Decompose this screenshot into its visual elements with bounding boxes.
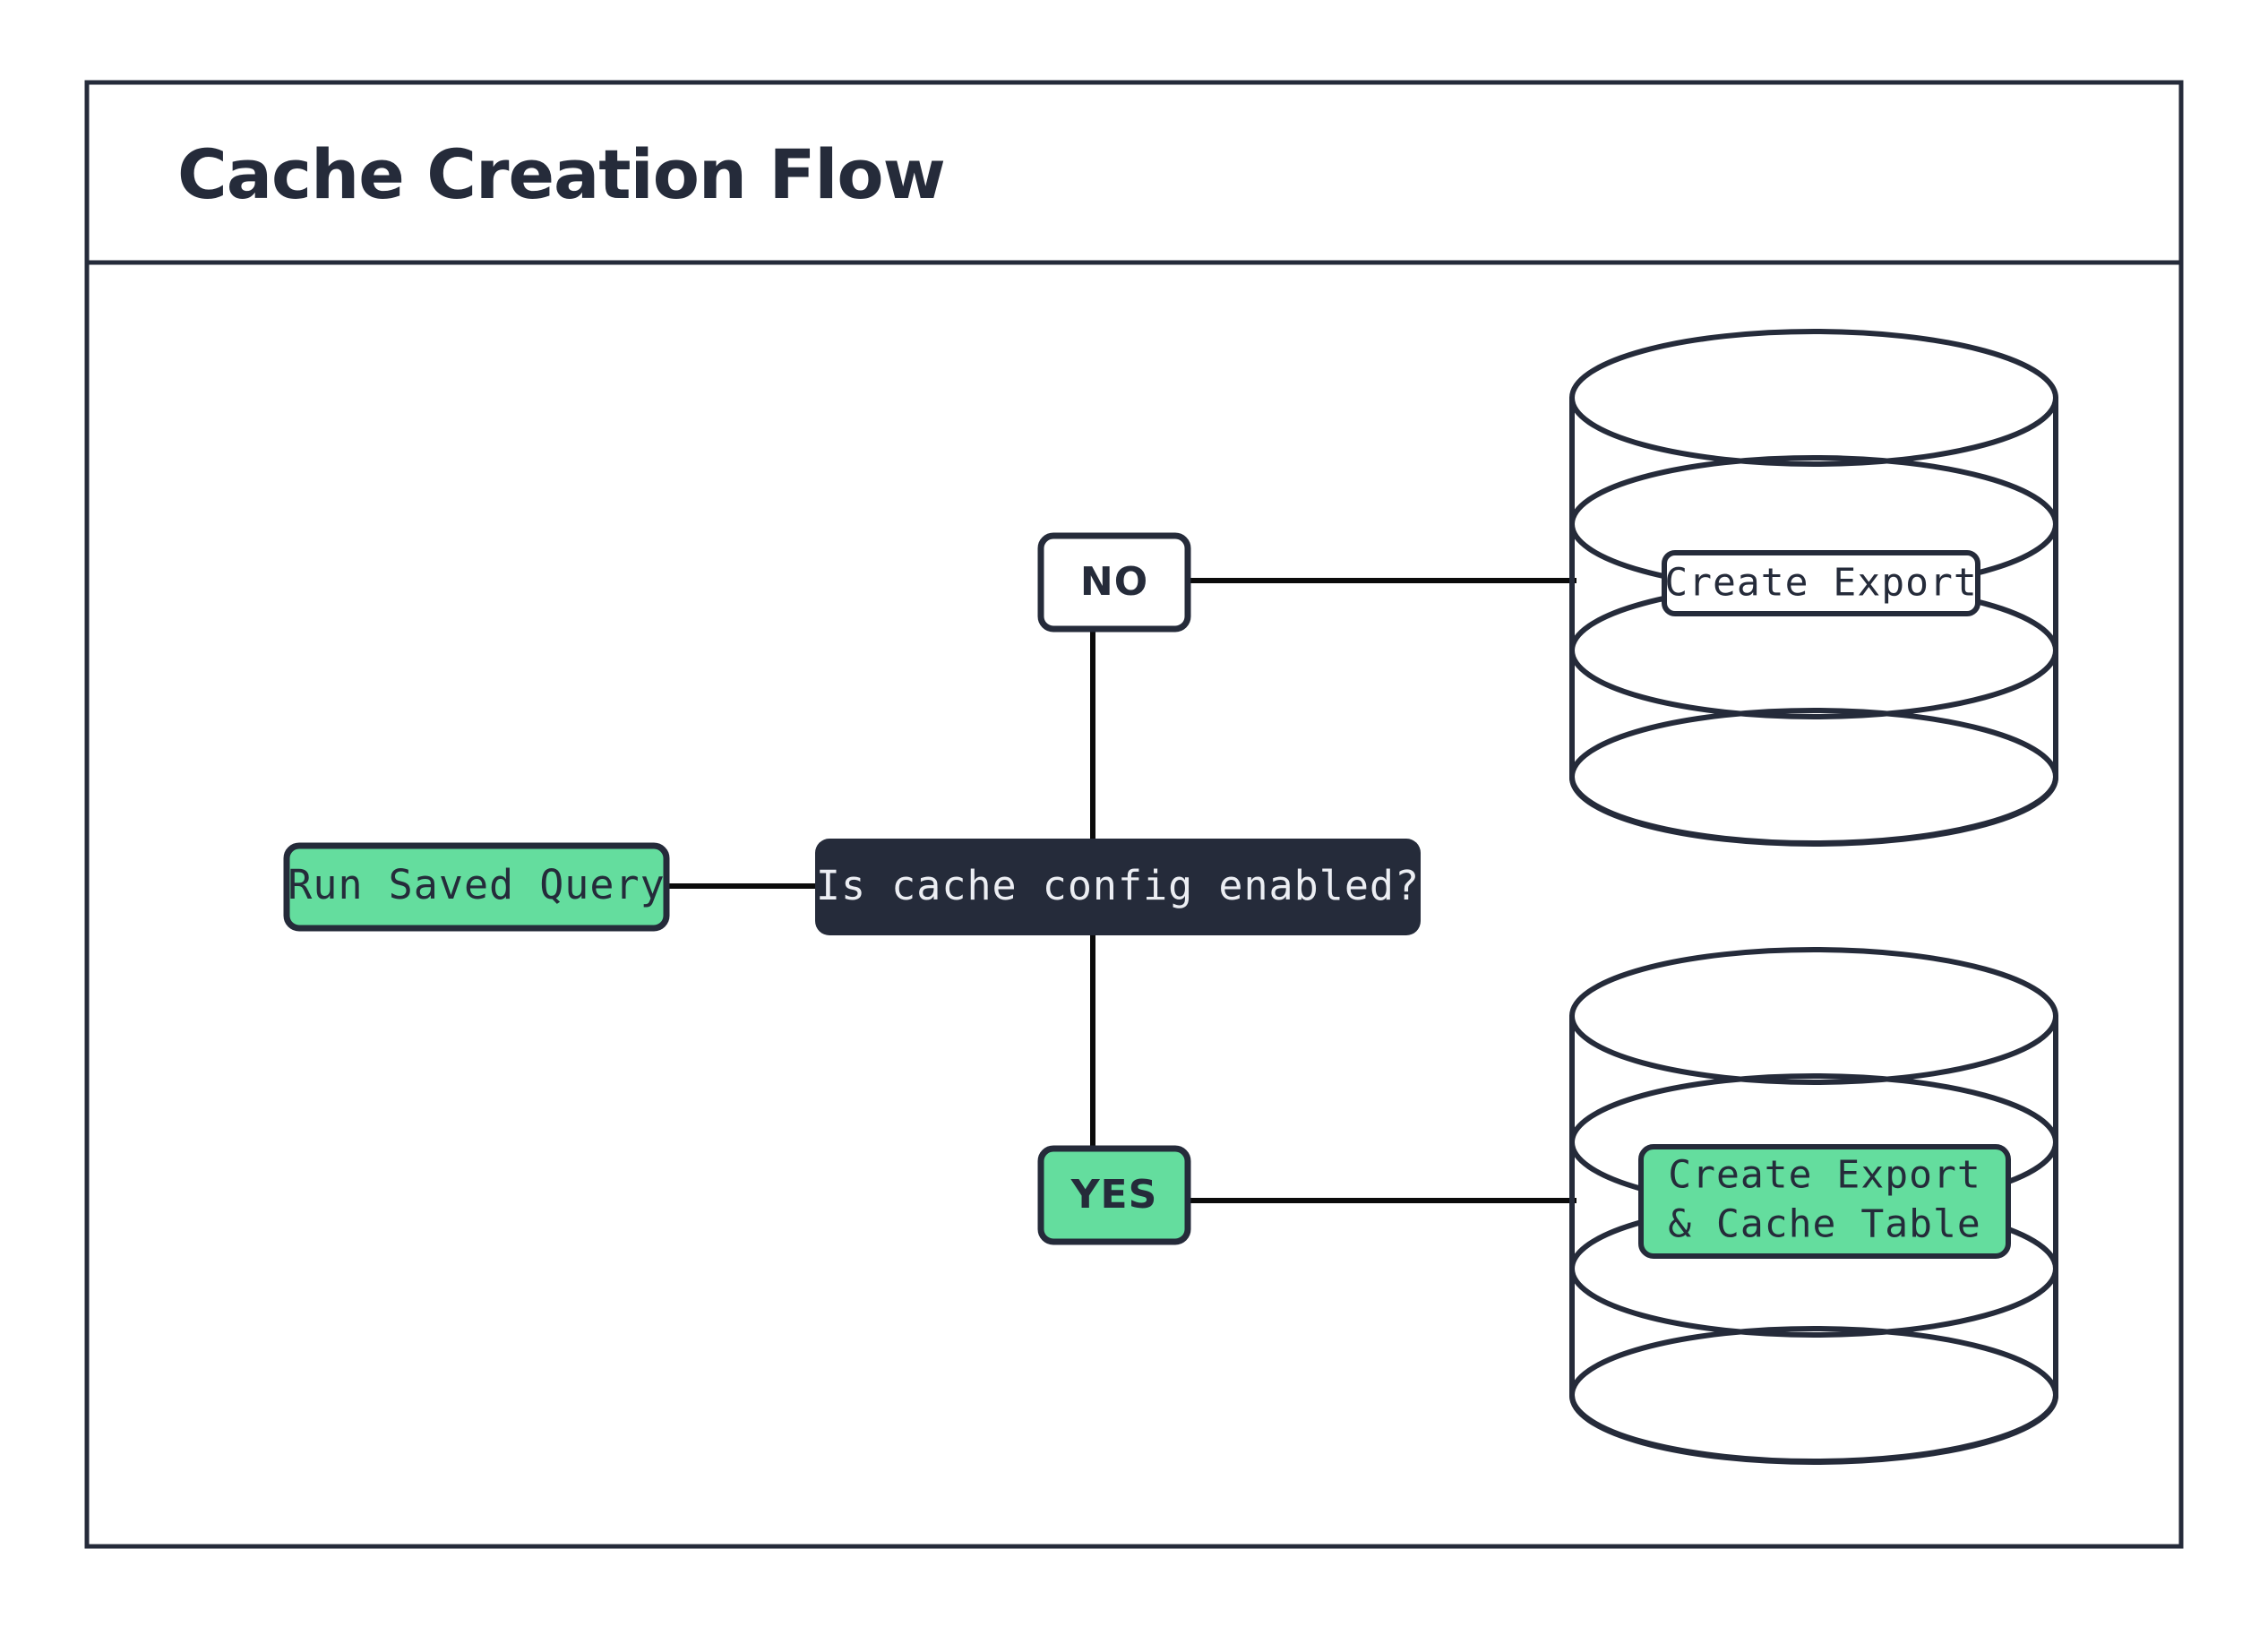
run-saved-query-label: Run Saved Query (288, 861, 665, 908)
cylinder-disc-1 (1569, 329, 2058, 467)
node-run-saved-query[interactable]: Run Saved Query (283, 842, 670, 932)
page-title: Cache Creation Flow (177, 134, 945, 214)
database-cylinder-create-export-cache-table: Create Export & Cache Table (1569, 947, 2058, 1465)
create-export-cache-table-label-line1: Create Export (1668, 1153, 1981, 1198)
node-decision[interactable]: Is cache config enabled? (815, 839, 1421, 935)
diagram-frame (84, 80, 2184, 1549)
create-export-label: Create Export (1664, 561, 1978, 606)
cylinder2-disc-4 (1569, 1326, 2058, 1464)
node-branch-no[interactable]: NO (1037, 532, 1191, 633)
node-branch-yes[interactable]: YES (1037, 1145, 1191, 1245)
branch-yes-label: YES (1070, 1172, 1158, 1218)
create-export-label-box[interactable] (1662, 550, 1980, 616)
decision-label: Is cache config enabled? (816, 862, 1420, 909)
create-export-cache-table-label-line2: & Cache Table (1668, 1202, 1981, 1247)
cylinder-disc-4 (1569, 708, 2058, 846)
create-export-cache-table-label-box[interactable] (1638, 1144, 2011, 1259)
cylinder2-disc-1 (1569, 947, 2058, 1085)
database-cylinder-create-export: Create Export (1569, 329, 2058, 847)
branch-no-label: NO (1080, 559, 1148, 605)
